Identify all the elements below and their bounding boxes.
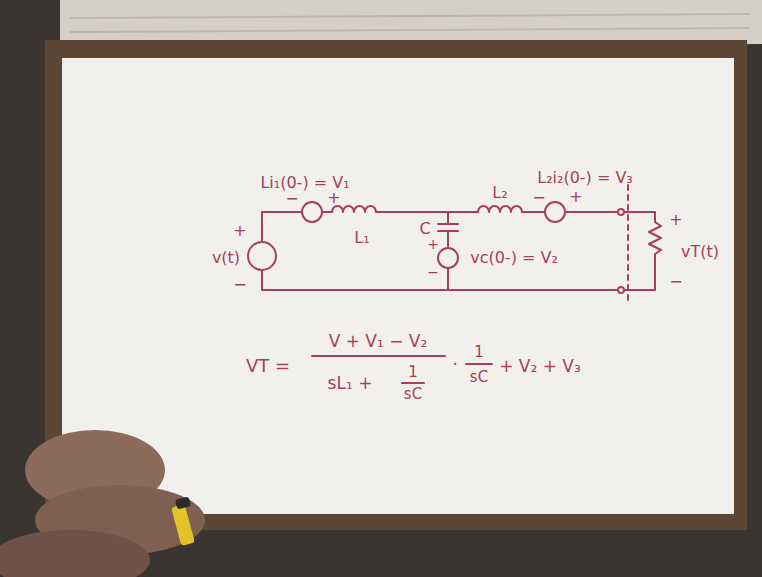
equation-term: sC bbox=[470, 369, 488, 386]
equation-numerator: V + V₁ − V₂ bbox=[329, 332, 428, 351]
polarity-sign: − bbox=[669, 273, 682, 291]
equation-term: VT = bbox=[246, 356, 290, 376]
fraction-bar bbox=[402, 382, 424, 384]
inductor-symbol bbox=[478, 206, 522, 212]
inductor-label: L₂ bbox=[492, 184, 507, 202]
paper-sheet bbox=[62, 58, 734, 514]
polarity-sign: − bbox=[233, 276, 246, 294]
initial-condition-label: L₂i₂(0-) = V₃ bbox=[537, 169, 633, 187]
polarity-sign: + bbox=[327, 189, 340, 207]
equation-term: · bbox=[452, 354, 458, 374]
initial-condition-source bbox=[545, 202, 565, 222]
initial-condition-source bbox=[438, 248, 458, 268]
polarity-sign: + bbox=[569, 188, 582, 206]
equation-term: 1 bbox=[408, 364, 418, 381]
paper-edge bbox=[70, 28, 750, 32]
marker-tip bbox=[175, 496, 191, 509]
fraction-bar bbox=[466, 363, 492, 365]
equation-term: sC bbox=[404, 386, 422, 403]
wire bbox=[565, 211, 618, 213]
wire bbox=[447, 268, 449, 290]
wire bbox=[262, 270, 618, 290]
resistor-symbol bbox=[624, 212, 661, 290]
inductor-label: L₁ bbox=[354, 229, 369, 247]
hand bbox=[0, 430, 205, 577]
polarity-sign: + bbox=[669, 211, 682, 229]
equation-term: sL₁ + bbox=[328, 374, 373, 393]
inductor-symbol bbox=[332, 206, 376, 212]
wire bbox=[522, 211, 545, 213]
marker bbox=[171, 504, 195, 546]
fraction-bar bbox=[312, 355, 445, 357]
terminal-voltage-label: vT(t) bbox=[681, 243, 719, 261]
circuit bbox=[248, 185, 661, 383]
capacitor-symbol bbox=[438, 212, 458, 248]
capacitor-label: C bbox=[419, 220, 430, 238]
wire bbox=[322, 211, 332, 213]
wire bbox=[376, 211, 478, 213]
voltage-source bbox=[248, 242, 276, 270]
equation-term: + V₂ + V₃ bbox=[499, 357, 581, 376]
equation-term: 1 bbox=[474, 344, 484, 361]
polarity-sign: + bbox=[427, 237, 439, 252]
initial-condition-label: vc(0-) = V₂ bbox=[470, 249, 558, 267]
initial-condition-source bbox=[302, 202, 322, 222]
wire bbox=[262, 212, 302, 242]
polarity-sign: − bbox=[285, 190, 298, 208]
source-label: v(t) bbox=[212, 249, 240, 267]
hand bbox=[0, 530, 150, 577]
polarity-sign: + bbox=[233, 222, 246, 240]
polarity-sign: − bbox=[427, 265, 439, 280]
polarity-sign: − bbox=[532, 189, 545, 207]
dashed-cut-line bbox=[627, 185, 629, 305]
paper-edge bbox=[70, 14, 750, 18]
